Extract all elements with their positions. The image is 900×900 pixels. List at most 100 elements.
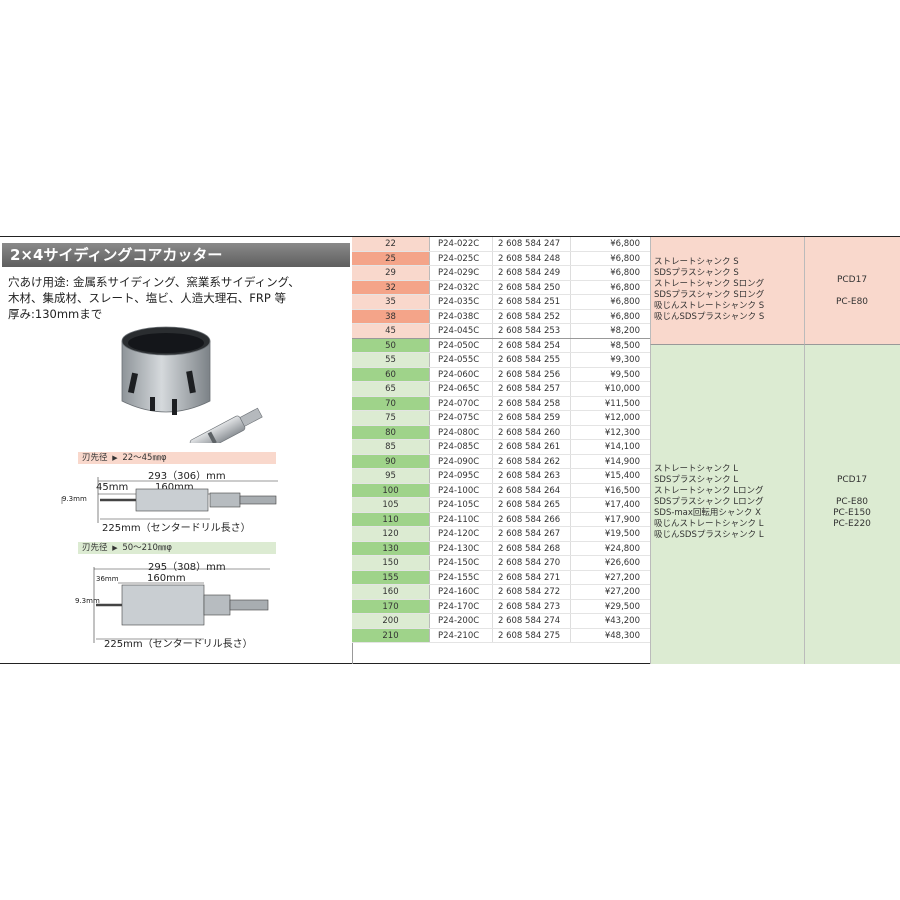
code-cell: P24-022C (438, 239, 480, 249)
accessory-group-small (804, 237, 900, 345)
price-cell: ¥15,400 (604, 471, 640, 481)
shank-item: 吸じんSDSプラスシャンク L (654, 530, 764, 540)
size-cell: 25 (352, 251, 430, 265)
size-cell: 105 (352, 498, 430, 512)
code-cell: P24-038C (438, 311, 480, 322)
accessory-list-small: PCD17 PC-E80 (804, 275, 900, 308)
column-divider (492, 382, 493, 396)
column-divider (492, 251, 493, 265)
code-cell: P24-045C (438, 326, 480, 336)
column-divider (492, 280, 493, 294)
price-cell: ¥6,800 (610, 239, 640, 249)
code-cell: P24-095C (438, 471, 480, 481)
price-cell: ¥12,300 (604, 427, 640, 438)
shank-item: SDSプラスシャンク S (654, 268, 739, 278)
shank-item: ストレートシャンク Lロング (654, 486, 764, 496)
column-divider (492, 324, 493, 338)
code-cell: P24-155C (438, 572, 480, 583)
ean-cell: 2 608 584 271 (498, 572, 561, 583)
cutter-diagram-large (93, 567, 270, 643)
ean-cell: 2 608 584 253 (498, 326, 561, 336)
column-divider (570, 425, 571, 439)
overall-length: 293（306）mm (148, 471, 226, 482)
ean-cell: 2 608 584 256 (498, 369, 561, 380)
price-cell: ¥48,300 (604, 630, 640, 641)
column-divider (570, 599, 571, 613)
code-cell: P24-070C (438, 398, 480, 409)
price-cell: ¥6,800 (610, 253, 640, 264)
column-divider (570, 411, 571, 425)
column-divider (492, 266, 493, 280)
shank-item: 吸じんストレートシャンク S (654, 301, 765, 311)
cutter-diagram-small (61, 477, 278, 523)
column-divider (570, 353, 571, 367)
price-cell: ¥17,900 (604, 514, 640, 525)
left-dimension: 36mm (96, 575, 119, 583)
code-cell: P24-130C (438, 543, 480, 554)
column-divider (492, 599, 493, 613)
code-cell: P24-090C (438, 456, 480, 467)
column-divider (570, 614, 571, 628)
shank-item: ストレートシャンク Sロング (654, 279, 765, 289)
accessory-item: PCD17 (836, 275, 868, 285)
triangle-right-icon: ▶ (112, 544, 118, 552)
size-cell: 110 (352, 512, 430, 526)
price-cell: ¥10,000 (604, 384, 640, 394)
code-cell: P24-055C (438, 355, 480, 365)
column-divider (492, 237, 493, 251)
size-cell: 35 (352, 295, 430, 309)
column-divider (570, 295, 571, 309)
column-divider (492, 527, 493, 541)
price-cell: ¥12,000 (604, 413, 640, 423)
code-cell: P24-085C (438, 442, 480, 452)
column-divider (492, 309, 493, 323)
column-divider (492, 367, 493, 381)
code-cell: P24-060C (438, 369, 480, 380)
price-cell: ¥17,400 (604, 500, 640, 510)
shank-group-large (650, 345, 804, 664)
price-cell: ¥9,300 (610, 355, 640, 365)
column-divider (570, 628, 571, 642)
size-cell: 29 (352, 266, 430, 280)
range-value: 50～210㎜φ (122, 543, 172, 553)
ean-cell: 2 608 584 266 (498, 514, 561, 525)
accessory-item: PC-E150 (833, 508, 871, 518)
range-label: 刃先径 (82, 543, 108, 553)
column-divider (492, 454, 493, 468)
size-cell: 55 (352, 353, 430, 367)
price-cell: ¥26,600 (604, 558, 640, 568)
size-cell: 210 (352, 628, 430, 642)
product-title: 2×4サイディングコアカッター (10, 246, 223, 264)
column-divider (570, 382, 571, 396)
accessory-group-large (804, 345, 900, 664)
size-cell: 150 (352, 556, 430, 570)
shank-item: ストレートシャンク L (654, 464, 738, 474)
price-cell: ¥16,500 (604, 485, 640, 496)
ean-cell: 2 608 584 259 (498, 413, 561, 423)
code-cell: P24-210C (438, 630, 480, 641)
size-cell: 70 (352, 396, 430, 410)
code-cell: P24-100C (438, 485, 480, 496)
size-cell: 75 (352, 411, 430, 425)
ean-cell: 2 608 584 248 (498, 253, 561, 264)
price-cell: ¥6,800 (610, 297, 640, 307)
size-cell: 95 (352, 469, 430, 483)
price-cell: ¥6,800 (610, 311, 640, 322)
shank-list-small: ストレートシャンク S SDSプラスシャンク S ストレートシャンク Sロング … (654, 257, 764, 323)
triangle-right-icon: ▶ (112, 454, 118, 462)
price-cell: ¥24,800 (604, 543, 640, 554)
size-cell: 85 (352, 440, 430, 454)
